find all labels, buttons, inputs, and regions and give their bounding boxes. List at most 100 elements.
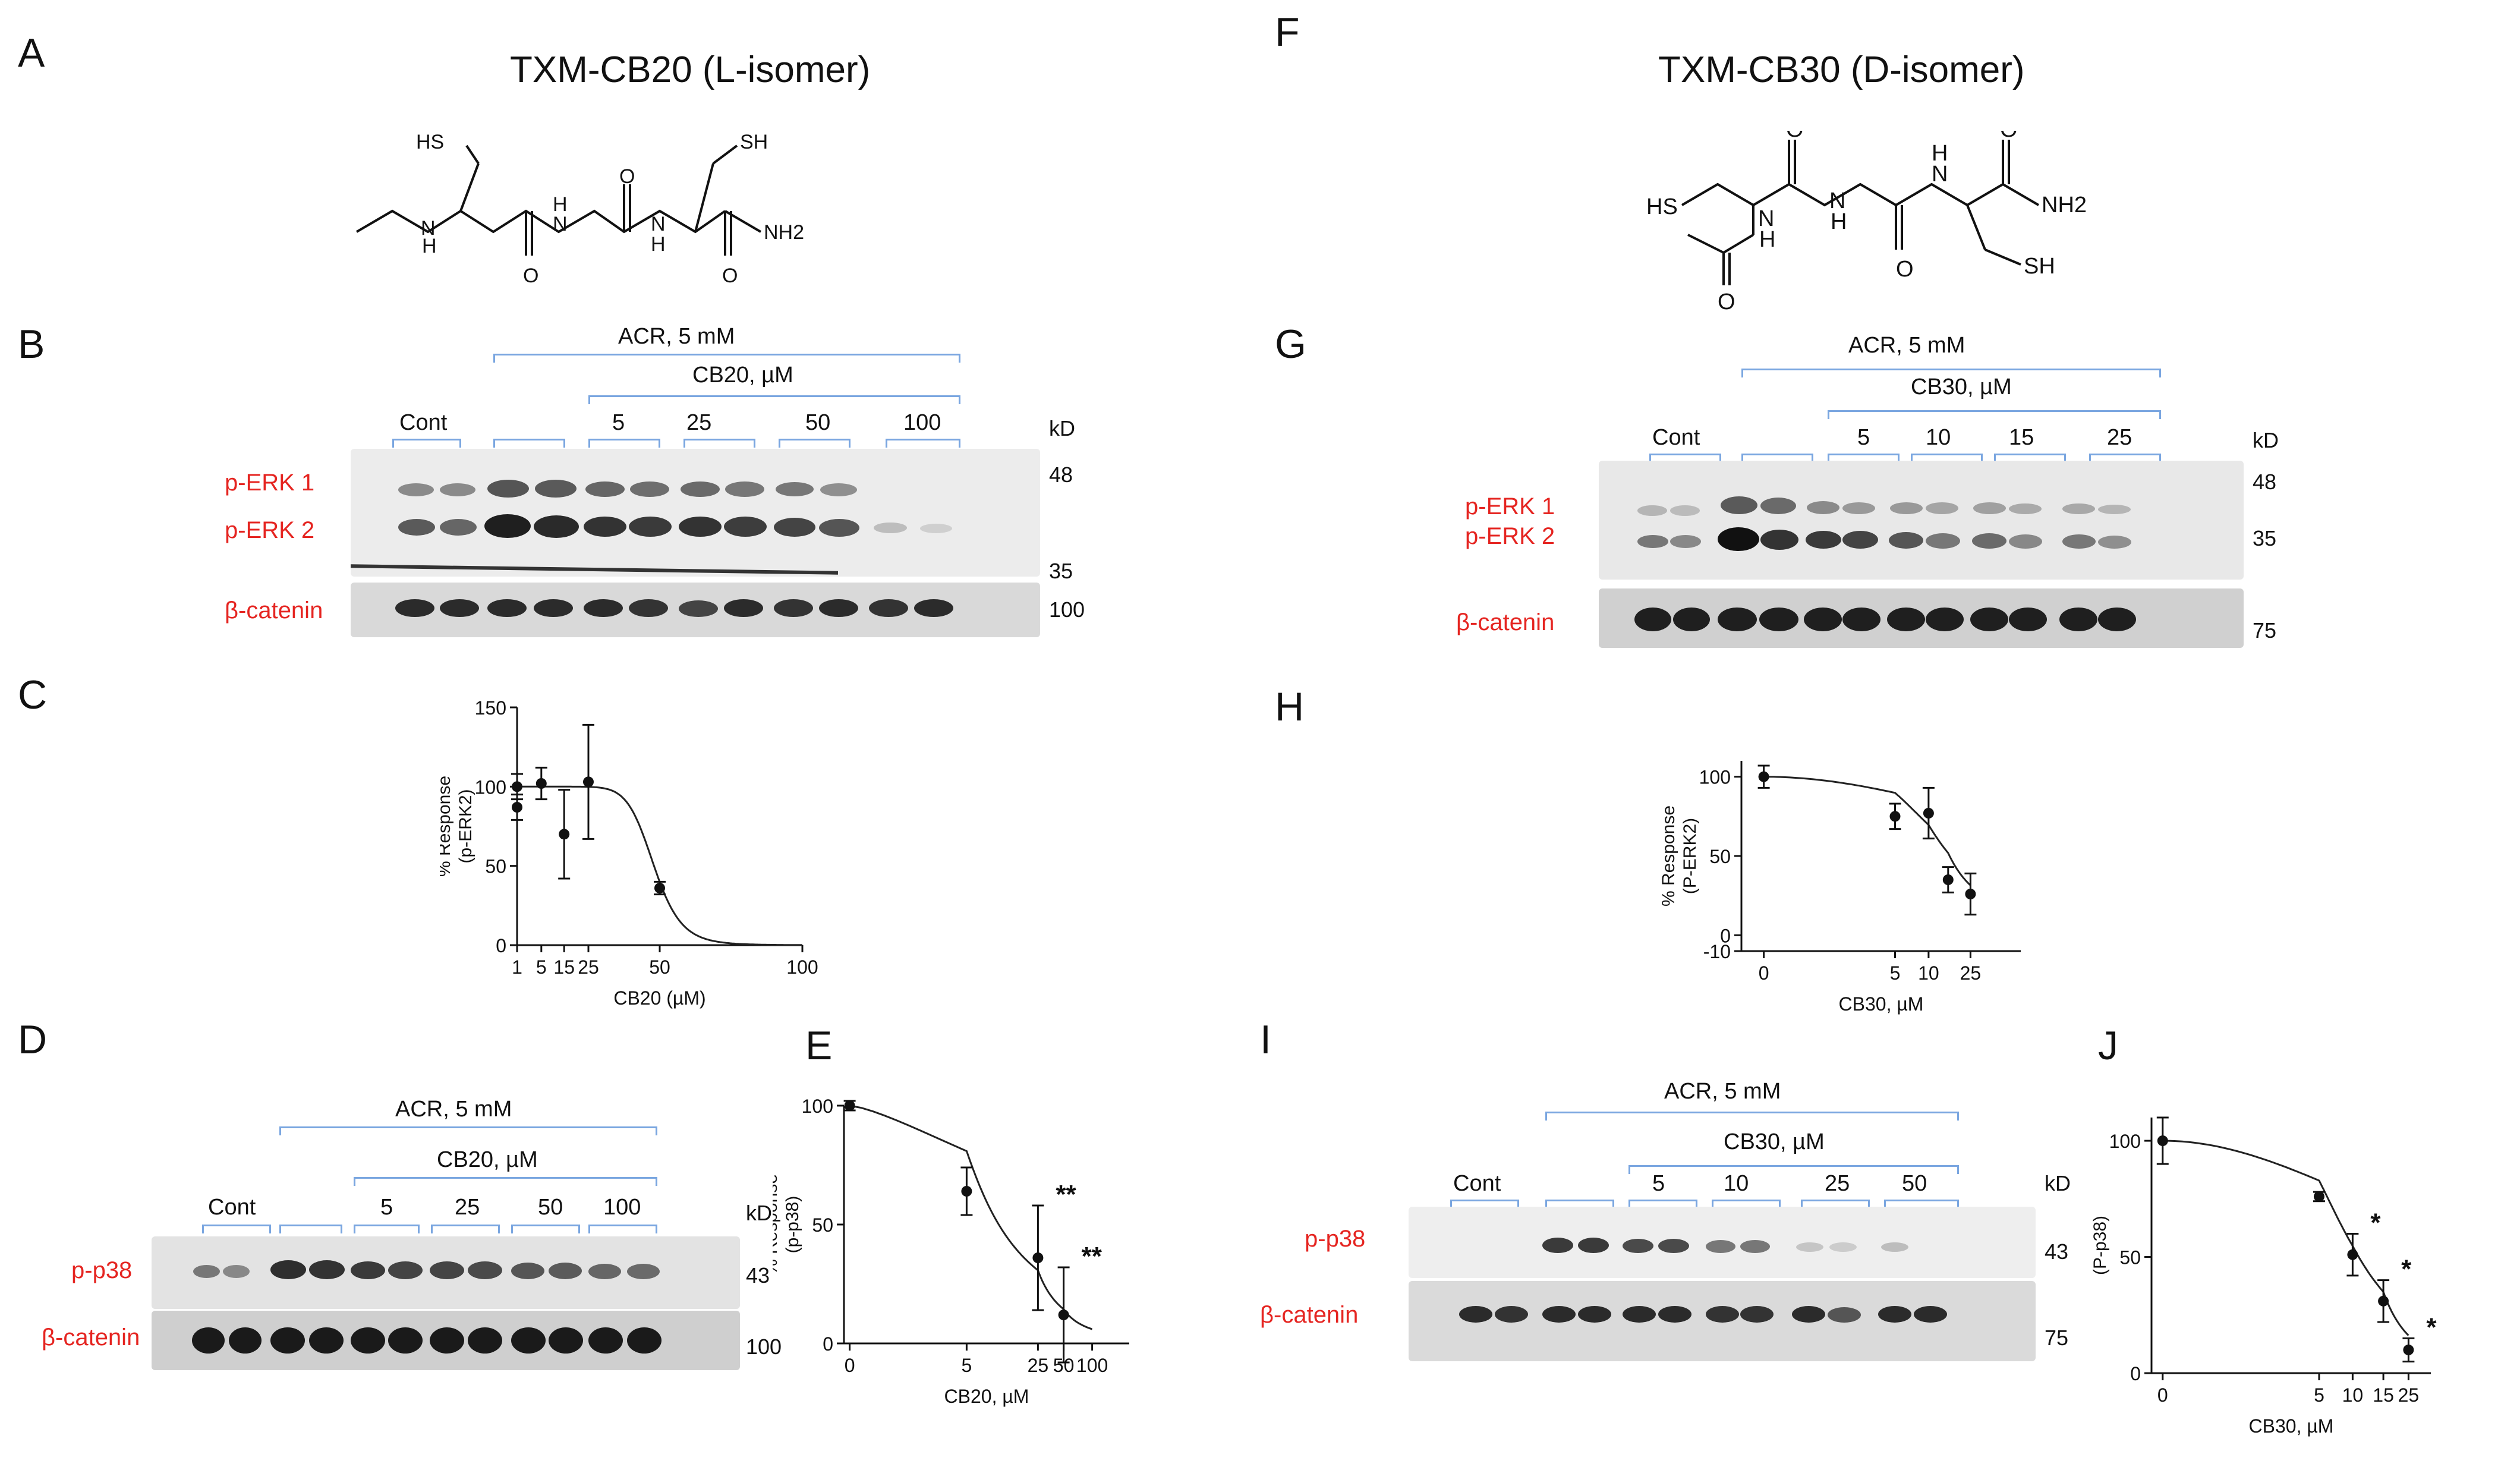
y-axis-label-unit: (p-p38) [783,1196,802,1254]
chem-a-sh: SH [740,131,768,153]
d-row-pp38: p-p38 [71,1257,133,1283]
x-tick-label: 0 [2157,1384,2168,1406]
b-lane-50: 50 [805,410,831,435]
x-axis-label: CB30, µM [2249,1415,2334,1437]
data-point [2403,1344,2414,1355]
panel-a-title: TXM-CB20 (L-isomer) [510,49,871,90]
data-point [1942,874,1954,885]
g-lane-25: 25 [2107,425,2132,450]
d-drug-label: CB20, µM [437,1147,538,1172]
chem-f-o4: O [1718,289,1735,314]
data-point [961,1186,972,1197]
i-lane-25: 25 [1825,1171,1850,1196]
b-treatment-bracket [493,354,960,363]
data-point [1923,808,1934,819]
x-tick-label: 15 [2373,1384,2394,1406]
i-lane-bracket [1628,1200,1697,1208]
x-tick-label: 10 [2342,1384,2364,1406]
data-point [2314,1191,2324,1202]
y-axis-label-unit: (p-ERK2) [456,789,475,863]
y-axis-label-unit: (P-p38) [2092,1216,2110,1275]
i-lane-5: 5 [1652,1171,1665,1196]
y-tick-label: 50 [485,856,506,877]
chem-f-h3: H [1932,141,1948,166]
data-point [1032,1252,1044,1263]
chem-a-n1: N [421,217,436,240]
i-drug-bracket [1628,1165,1959,1174]
y-tick-label: 100 [802,1096,833,1117]
y-axis-label: % Response [773,1174,781,1275]
panel-label-d: D [18,1017,48,1062]
data-point [844,1100,855,1111]
g-kd-48: 48 [2253,470,2277,494]
i-lane-bracket [1450,1200,1519,1208]
i-drug-label: CB30, µM [1724,1129,1825,1154]
y-tick-label: 0 [1720,925,1731,946]
significance-mark: * [2370,1208,2381,1237]
i-blot-p38 [1409,1207,2036,1278]
x-axis-label: CB30, µM [1839,993,1924,1015]
g-lane-cont: Cont [1652,425,1700,450]
g-treatment-bracket [1741,369,2161,377]
i-lane-50: 50 [1902,1171,1927,1196]
chem-a-h2: H [553,193,568,216]
y-tick-label: 100 [2109,1131,2141,1152]
y-tick-label: 150 [475,697,506,719]
i-blot-catenin [1409,1281,2036,1361]
g-lane-bracket [2089,454,2161,462]
d-lane-25: 25 [455,1195,480,1220]
data-point [654,883,665,893]
y-tick-label: 100 [475,776,506,798]
panel-label-a: A [18,30,45,75]
b-lane-bracket [588,439,660,448]
b-lane-100: 100 [903,410,941,435]
chem-f-o2: O [1896,257,1914,282]
data-point [536,778,547,789]
data-point [583,776,594,788]
panel-f-title: TXM-CB30 (D-isomer) [1658,49,2025,90]
d-lane-cont: Cont [208,1195,256,1220]
chem-a-n3: N [651,213,666,235]
panel-label-i: I [1260,1017,1271,1062]
data-point [2157,1135,2168,1147]
x-tick-label: 25 [1960,962,1982,984]
x-tick-label: 0 [845,1355,855,1376]
d-blot-p38 [152,1236,740,1309]
b-lane-25: 25 [686,410,712,435]
g-blot-erk [1599,461,2244,580]
chem-a-o3: O [722,265,738,287]
d-kd-43: 43 [746,1263,770,1288]
g-lane-bracket [1649,454,1721,462]
i-lane-bracket [1884,1200,1959,1208]
b-lane-5: 5 [612,410,625,435]
d-lane-bracket [202,1225,271,1233]
data-point [2378,1295,2389,1307]
chem-a-h3: H [651,233,666,256]
data-point [1758,771,1769,782]
x-tick-label: 5 [962,1355,972,1376]
panel-label-h: H [1275,684,1305,729]
i-lane-bracket [1801,1200,1870,1208]
panel-label-c: C [18,672,48,717]
data-point [2347,1249,2358,1260]
fit-curve [849,1104,1092,1330]
x-axis-label: CB20 (µM) [613,987,705,1009]
x-tick-label: 100 [1076,1355,1108,1376]
data-point [512,802,522,813]
significance-mark: * [2426,1313,2437,1342]
x-tick-label: 5 [1890,962,1901,984]
g-row-bcatenin: β-catenin [1456,609,1555,635]
y-tick-label: -10 [1703,941,1731,962]
g-row-perk1: p-ERK 1 [1465,493,1555,520]
b-blot-catenin [351,583,1040,637]
i-lane-bracket [1712,1200,1781,1208]
i-lane-cont: Cont [1453,1171,1501,1196]
x-tick-label: 5 [2314,1384,2324,1406]
d-lane-bracket [511,1225,580,1233]
x-axis-label: CB20, µM [944,1386,1029,1407]
g-treatment-label: ACR, 5 mM [1848,333,1965,358]
x-tick-label: 5 [536,956,547,978]
g-lane-bracket [1911,454,1983,462]
x-tick-label: 0 [1759,962,1769,984]
